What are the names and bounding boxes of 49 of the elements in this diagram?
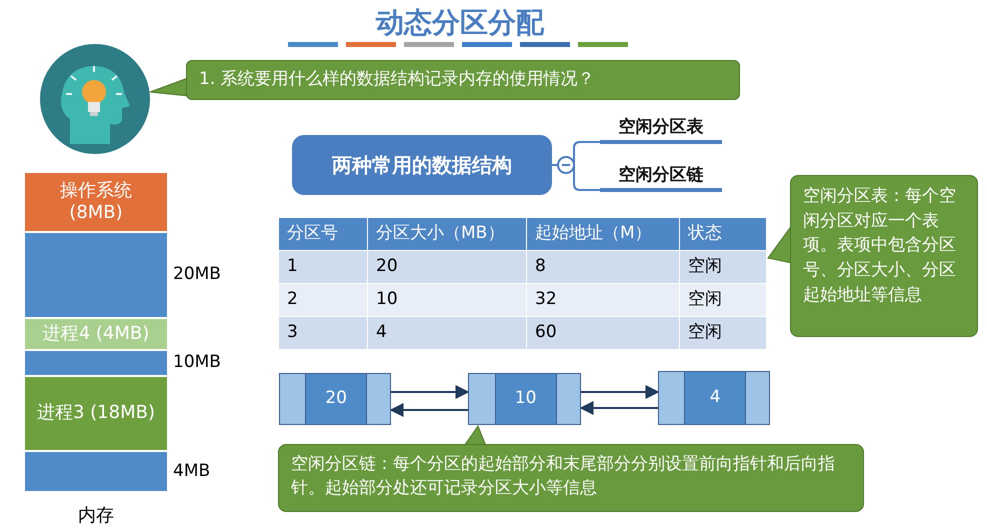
header-cell: 状态 <box>680 218 767 251</box>
node-value: 4 <box>710 386 721 410</box>
topic-text: 两种常用的数据结构 <box>332 152 512 179</box>
header-cell: 分区大小（MB） <box>368 218 527 251</box>
table-cell: 1 <box>279 251 368 284</box>
table-cell: 10 <box>368 284 527 317</box>
callout-bubble <box>278 444 864 512</box>
size-label: 4MB <box>173 460 210 483</box>
memory-block <box>25 376 167 451</box>
callout-text: 1. 系统要用什么样的数据结构记录内存的使用情况？ <box>199 68 595 92</box>
list-node <box>468 373 581 425</box>
table-cell: 20 <box>368 251 527 284</box>
memory-block-label: 操作系统 (8MB) <box>59 180 133 224</box>
pointer-arrow <box>581 385 660 399</box>
title: 动态分区分配 <box>376 5 544 41</box>
table-cell: 空闲 <box>680 284 767 317</box>
table-cell: 2 <box>279 284 368 317</box>
table-cell: 空闲 <box>680 317 767 350</box>
table-cell: 60 <box>527 317 680 350</box>
size-label: 20MB <box>173 263 221 286</box>
callout-bubble <box>790 175 978 337</box>
node-value: 10 <box>514 387 536 410</box>
header-cell: 起始地址（M） <box>527 218 680 251</box>
free-memory-block <box>25 451 167 492</box>
table-cell: 4 <box>368 317 527 350</box>
memory-block-label: 进程4 (4MB) <box>42 322 150 346</box>
table-cell: 空闲 <box>680 251 767 284</box>
memory-caption: 内存 <box>78 504 114 528</box>
table-cell: 8 <box>527 251 680 284</box>
list-node <box>658 371 770 425</box>
free-memory-block <box>25 350 167 376</box>
table-cell: 3 <box>279 317 368 350</box>
pointer-arrow <box>391 385 470 399</box>
node-value: 20 <box>325 387 347 410</box>
size-label: 10MB <box>173 351 221 374</box>
memory-block <box>25 318 167 350</box>
topic-label: 空闲分区链 <box>618 167 704 184</box>
free-memory-block <box>25 232 167 318</box>
header-cell: 分区号 <box>279 218 368 251</box>
callout-text: 空闲分区表：每个空闲分区对应一个表项。表项中包含分区号、分区大小、分区起始地址等信息 <box>803 185 957 307</box>
memory-block-label: 进程3 (18MB) <box>36 402 156 425</box>
topic-box <box>292 135 552 195</box>
table-cell: 32 <box>527 284 680 317</box>
topic-label: 空闲分区表 <box>618 119 704 136</box>
memory-block <box>25 172 167 232</box>
list-node <box>279 373 391 425</box>
pointer-arrow <box>390 403 468 417</box>
pointer-arrow <box>580 401 658 415</box>
callout-text: 空闲分区链：每个分区的起始部分和末尾部分分别设置前向指针和后向指针。起始部分处还可记录分区大小等信息 <box>291 453 836 500</box>
